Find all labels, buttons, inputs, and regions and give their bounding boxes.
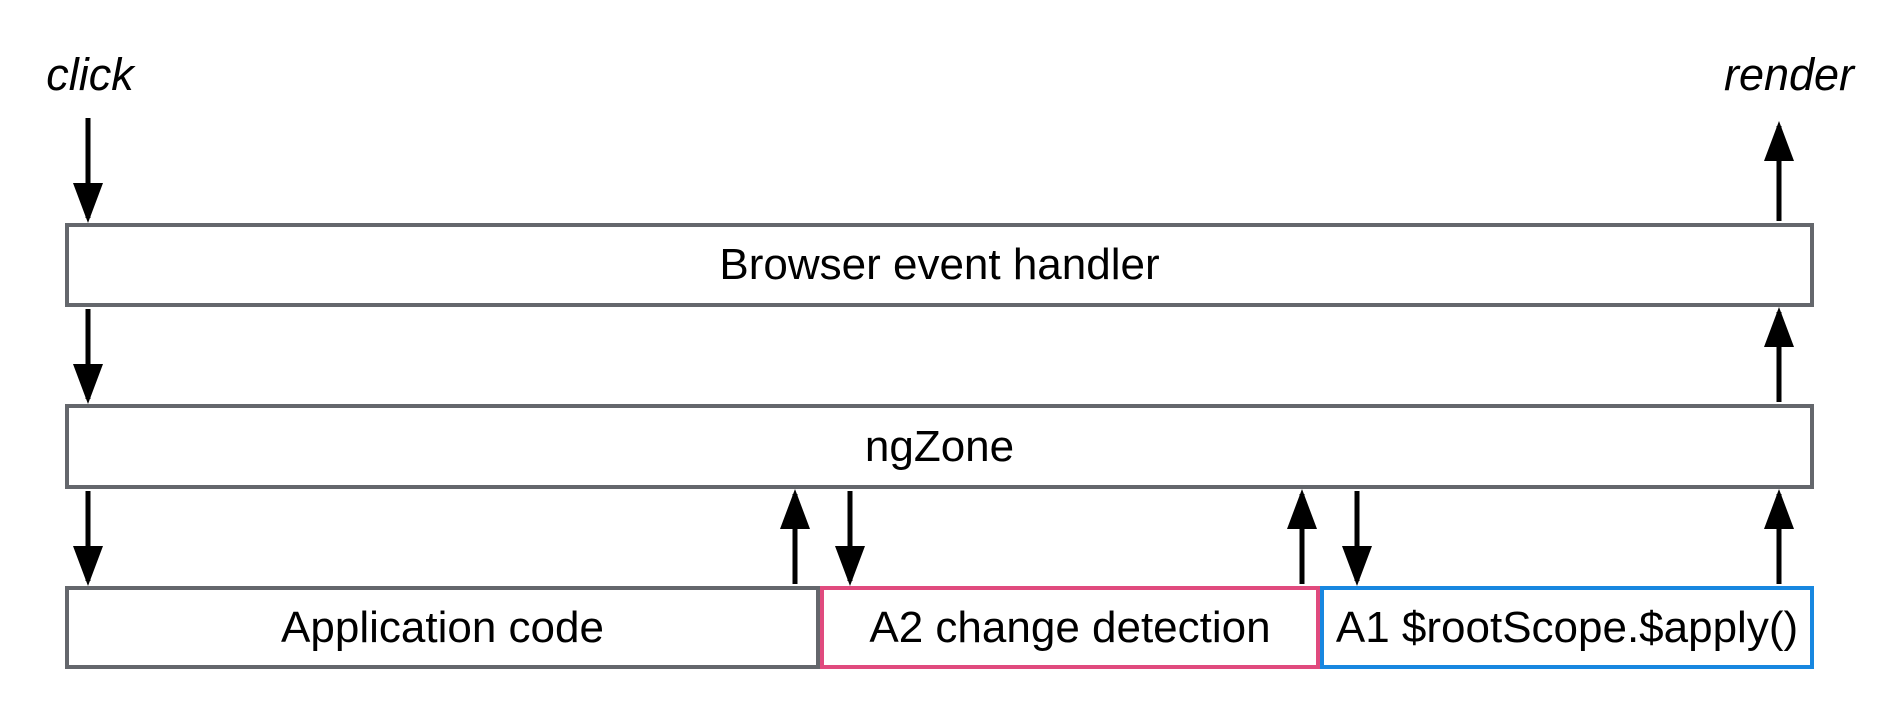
application-code-box: Application code [65, 586, 820, 669]
application-code-label: Application code [281, 602, 604, 652]
browser-event-handler-box: Browser event handler [65, 223, 1814, 307]
click-event-label: click [46, 49, 134, 100]
ngzone-label: ngZone [864, 421, 1015, 471]
a2-change-detection-label: A2 change detection [869, 602, 1271, 652]
render-event-label: render [1723, 49, 1855, 100]
ngzone-box: ngZone [65, 404, 1814, 489]
a1-rootscope-apply-label: A1 $rootScope.$apply() [1335, 602, 1799, 652]
a1-rootscope-apply-box: A1 $rootScope.$apply() [1320, 586, 1814, 669]
a2-change-detection-box: A2 change detection [820, 586, 1320, 669]
browser-event-handler-label: Browser event handler [719, 240, 1160, 289]
